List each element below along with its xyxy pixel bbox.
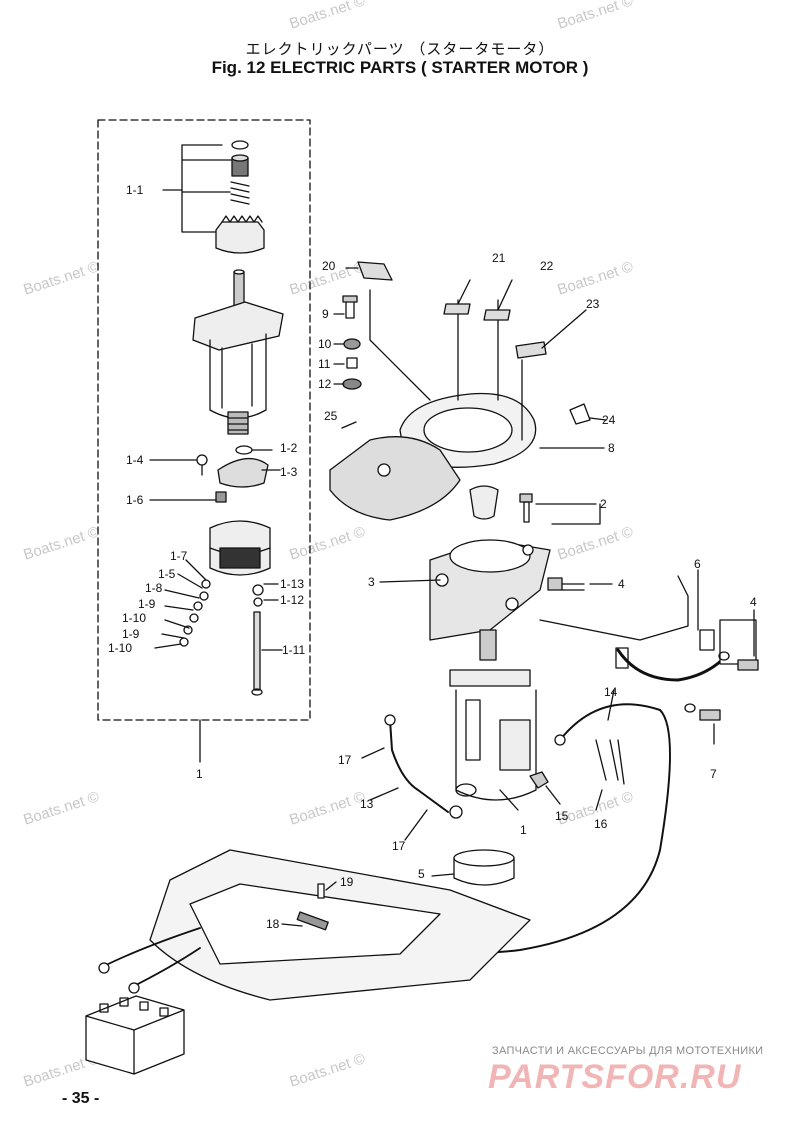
callout-19: 19 — [340, 875, 354, 889]
callout-16: 16 — [594, 817, 608, 831]
bolt-washer-set — [333, 295, 362, 390]
bracket-bolts — [519, 493, 689, 641]
battery-icon — [85, 995, 185, 1075]
boat-lower-frame — [98, 849, 531, 1001]
callout-13: 13 — [360, 797, 374, 811]
callout-1-10: 1-10 — [108, 641, 132, 655]
callout-3: 3 — [368, 575, 375, 589]
callout-22: 22 — [540, 259, 554, 273]
motor-band-clamp — [615, 569, 759, 745]
callout-1-9: 1-9 — [138, 597, 156, 611]
callout-12: 12 — [318, 377, 332, 391]
callout-1-5: 1-5 — [158, 567, 176, 581]
callout-1-8: 1-8 — [145, 581, 163, 595]
callout-1-motor: 1 — [520, 823, 527, 837]
decal-22 — [483, 309, 511, 321]
pinion-gear-set — [162, 140, 265, 254]
callout-23: 23 — [586, 297, 600, 311]
callout-11: 11 — [318, 357, 331, 371]
callout-1-3: 1-3 — [280, 465, 298, 479]
diagram-title: Fig. 12 ELECTRIC PARTS ( STARTER MOTOR ) — [211, 58, 589, 77]
callout-24: 24 — [602, 413, 616, 427]
callout-9: 9 — [322, 307, 329, 321]
shop-logo: PARTSFOR.RU — [488, 1058, 742, 1096]
callout-20: 20 — [322, 259, 336, 273]
callout-8: 8 — [608, 441, 615, 455]
callout-1-2: 1-2 — [280, 441, 298, 455]
decal-24 — [569, 403, 591, 425]
callout-1-10: 1-10 — [122, 611, 146, 625]
decal-23 — [515, 341, 547, 359]
assembly-1-group-box — [97, 119, 311, 721]
callout-21: 21 — [492, 251, 506, 265]
diagram-title-japanese: エレクトリックパーツ （スタータモータ） — [245, 40, 555, 58]
callout-1-13: 1-13 — [280, 577, 304, 591]
starter-motor — [449, 629, 537, 811]
end-cap-housing — [154, 520, 283, 696]
callout-7: 7 — [710, 767, 717, 781]
callout-1-6: 1-6 — [126, 493, 144, 507]
callout-1-group: 1 — [196, 767, 203, 781]
callout-10: 10 — [318, 337, 332, 351]
ring-5 — [431, 849, 515, 886]
motor-bracket — [379, 485, 551, 641]
decal-21 — [443, 303, 471, 315]
callout-1-11: 1-11 — [282, 643, 305, 657]
callout-2: 2 — [600, 497, 607, 511]
callout-4: 4 — [750, 595, 757, 609]
flywheel-cover — [329, 289, 537, 521]
callout-6: 6 — [694, 557, 701, 571]
page-number: - 35 - — [62, 1090, 100, 1107]
decal-20 — [357, 261, 393, 281]
callout-5: 5 — [418, 867, 425, 881]
callout-1-4: 1-4 — [126, 453, 144, 467]
callout-17: 17 — [392, 839, 406, 853]
callout-25: 25 — [324, 409, 338, 423]
callout-4: 4 — [618, 577, 625, 591]
callout-1-7: 1-7 — [170, 549, 188, 563]
callout-14: 14 — [604, 685, 618, 699]
callout-17: 17 — [338, 753, 352, 767]
callout-1-9: 1-9 — [122, 627, 140, 641]
callout-1-12: 1-12 — [280, 593, 304, 607]
part-callouts: 1-1 1-2 1-3 1-4 1-5 1-6 1-7 1-8 1-9 1-10… — [108, 183, 757, 931]
brush-holder — [149, 445, 281, 503]
starter-motor-core — [192, 269, 284, 435]
callout-1-1: 1-1 — [126, 183, 144, 197]
callout-15: 15 — [555, 809, 569, 823]
callout-18: 18 — [266, 917, 280, 931]
shop-tagline: ЗАПЧАСТИ И АКСЕССУАРЫ ДЛЯ МОТОТЕХНИКИ — [492, 1045, 764, 1057]
